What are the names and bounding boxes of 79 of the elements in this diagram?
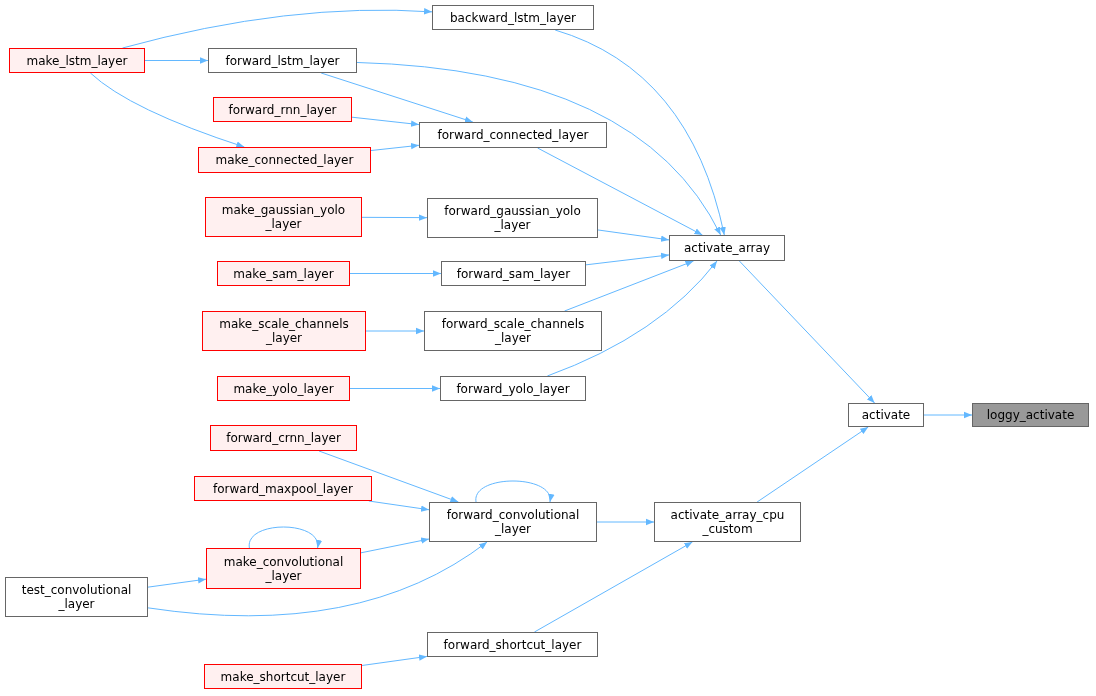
call-arrow	[122, 8, 433, 49]
function-name: forward_yolo_layer	[456, 381, 570, 396]
function-box	[5, 577, 148, 617]
call-arrow	[361, 214, 428, 221]
function-box	[429, 502, 597, 542]
call-arrow	[738, 260, 876, 404]
call-arrow	[537, 147, 703, 236]
call-arrow	[320, 72, 474, 123]
call-arrow	[546, 260, 718, 377]
function-name: make_yolo_layer	[233, 381, 334, 396]
function-box	[432, 5, 594, 30]
function-name: activate_array_cpu _custom	[669, 508, 786, 536]
truncated-function-box	[202, 311, 366, 351]
truncated-function-box	[213, 97, 352, 122]
function-box	[654, 502, 801, 542]
function-name: backward_lstm_layer	[449, 10, 577, 25]
function-name: make_gaussian_yolo _layer	[220, 203, 347, 231]
truncated-function-box	[217, 376, 350, 401]
function-box	[848, 403, 924, 427]
function-name: forward_crnn_layer	[226, 431, 341, 445]
call-arrow	[356, 62, 722, 236]
call-arrow	[361, 654, 428, 666]
truncated-function-box	[217, 261, 350, 286]
function-name: forward_shortcut_layer	[443, 637, 582, 652]
truncated-function-box	[204, 664, 362, 689]
call-arrow	[533, 541, 693, 633]
function-name: make_convolutional _layer	[222, 554, 345, 583]
function-box	[427, 198, 598, 238]
function-name: loggy_activate	[986, 408, 1075, 422]
call-arrow	[585, 252, 670, 266]
function-box	[424, 311, 602, 351]
function-box	[441, 261, 586, 286]
function-name: forward_gaussian_yolo _layer	[443, 204, 582, 232]
call-arrow	[597, 229, 670, 242]
function-name: forward_scale_channels _layer	[440, 317, 586, 345]
truncated-function-box	[194, 476, 372, 501]
function-name: make_scale_channels _layer	[218, 317, 350, 345]
truncated-function-box	[206, 548, 361, 589]
function-name: test_convolutional _layer	[20, 583, 133, 611]
highlighted-function-box	[972, 403, 1089, 427]
function-name: make_shortcut_layer	[220, 669, 346, 684]
call-arrow	[349, 385, 441, 392]
call-arrow	[475, 480, 553, 503]
function-name: forward_sam_layer	[456, 266, 571, 281]
call-arrow	[370, 142, 420, 152]
call-arrow	[147, 541, 488, 617]
function-box	[440, 376, 586, 401]
truncated-function-box	[9, 48, 145, 73]
call-arrow	[318, 450, 459, 503]
truncated-function-box	[210, 425, 357, 451]
function-name: activate	[861, 408, 911, 422]
call-arrow	[89, 72, 245, 148]
call-arrow	[349, 270, 442, 277]
call-arrow	[365, 327, 425, 335]
function-box	[208, 48, 357, 73]
function-name: forward_rnn_layer	[228, 102, 337, 117]
truncated-function-box	[205, 197, 362, 237]
truncated-function-box	[198, 147, 371, 173]
function-name: forward_convolutional _layer	[445, 508, 581, 536]
call-arrow	[351, 116, 420, 127]
call-arrow	[554, 29, 726, 236]
function-name: forward_lstm_layer	[225, 53, 340, 68]
function-name: forward_maxpool_layer	[213, 481, 353, 496]
function-name: make_lstm_layer	[26, 53, 128, 68]
call-arrow	[144, 57, 209, 64]
function-name: make_connected_layer	[215, 153, 354, 167]
call-arrow	[147, 577, 207, 588]
call-arrow	[923, 411, 973, 419]
call-arrow	[596, 518, 655, 526]
function-name: forward_connected_layer	[437, 128, 589, 142]
function-name: make_sam_layer	[233, 266, 334, 281]
call-arrow	[756, 426, 869, 503]
function-box	[427, 632, 598, 657]
call-arrow	[360, 537, 430, 554]
function-name: activate_array	[684, 241, 770, 255]
call-arrow	[564, 260, 694, 312]
function-box	[419, 122, 607, 148]
function-box	[669, 235, 785, 261]
call-arrow	[248, 526, 321, 549]
